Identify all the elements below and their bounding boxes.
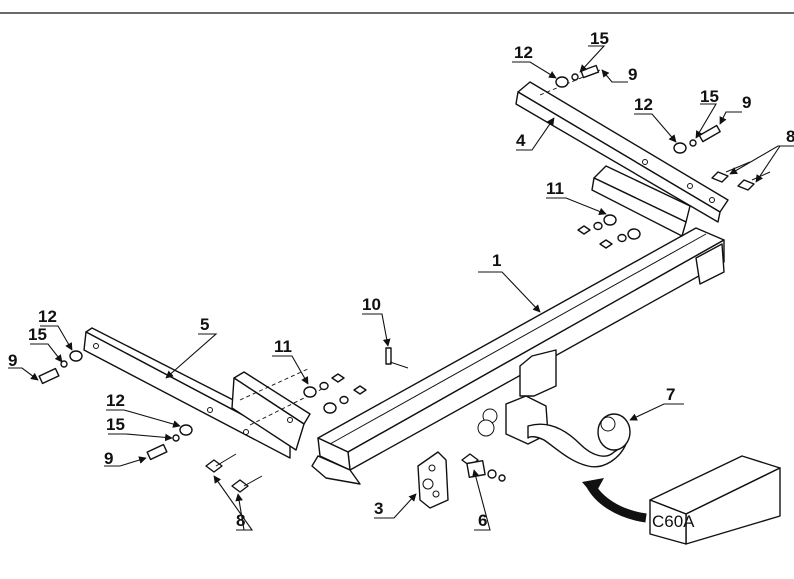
callout-12-a: 12 (514, 43, 533, 62)
callout-15-a: 15 (590, 29, 609, 48)
callout-1: 1 (492, 251, 501, 270)
callout-8-right: 8 (786, 127, 794, 146)
callout-9-d: 9 (104, 449, 113, 468)
hardware-left-middle (303, 373, 367, 414)
package-code-label: C60A (652, 512, 695, 531)
callout-12-d: 12 (106, 391, 125, 410)
bolts-left (205, 453, 263, 493)
callout-12-c: 12 (38, 307, 57, 326)
callout-5: 5 (200, 315, 209, 334)
bolts-right (711, 161, 771, 191)
callouts: 1 3 4 5 6 7 8 8 9 9 9 9 10 (8, 29, 794, 531)
callout-11-left: 11 (274, 337, 292, 356)
callout-15-b: 15 (700, 87, 719, 106)
callout-9-a: 9 (628, 65, 637, 84)
callout-11-right: 11 (546, 179, 564, 198)
right-side-bracket (515, 69, 729, 237)
callout-4: 4 (516, 131, 526, 150)
curved-arrow-icon (585, 481, 647, 523)
callout-7: 7 (666, 385, 675, 404)
left-side-bracket (83, 327, 331, 459)
callout-9-b: 9 (742, 93, 751, 112)
spring-bolt (461, 453, 506, 482)
callout-8-left: 8 (236, 511, 245, 530)
hardware-right-middle (577, 214, 641, 249)
main-crossbar (311, 227, 725, 485)
callout-10: 10 (362, 295, 381, 314)
hardware-left-outer (38, 350, 193, 461)
ball-mount-assembly (477, 349, 631, 468)
callout-9-c: 9 (8, 351, 17, 370)
callout-3: 3 (374, 499, 383, 518)
package-box: C60A (649, 455, 781, 545)
arrow-head-icon (582, 478, 604, 496)
callout-12-b: 12 (634, 95, 653, 114)
callout-6: 6 (478, 511, 487, 530)
hardware-top-right (555, 64, 721, 154)
bolt-part-10 (385, 347, 409, 369)
socket-plate (417, 451, 449, 509)
callout-15-d: 15 (106, 415, 125, 434)
callout-15-c: 15 (28, 325, 47, 344)
